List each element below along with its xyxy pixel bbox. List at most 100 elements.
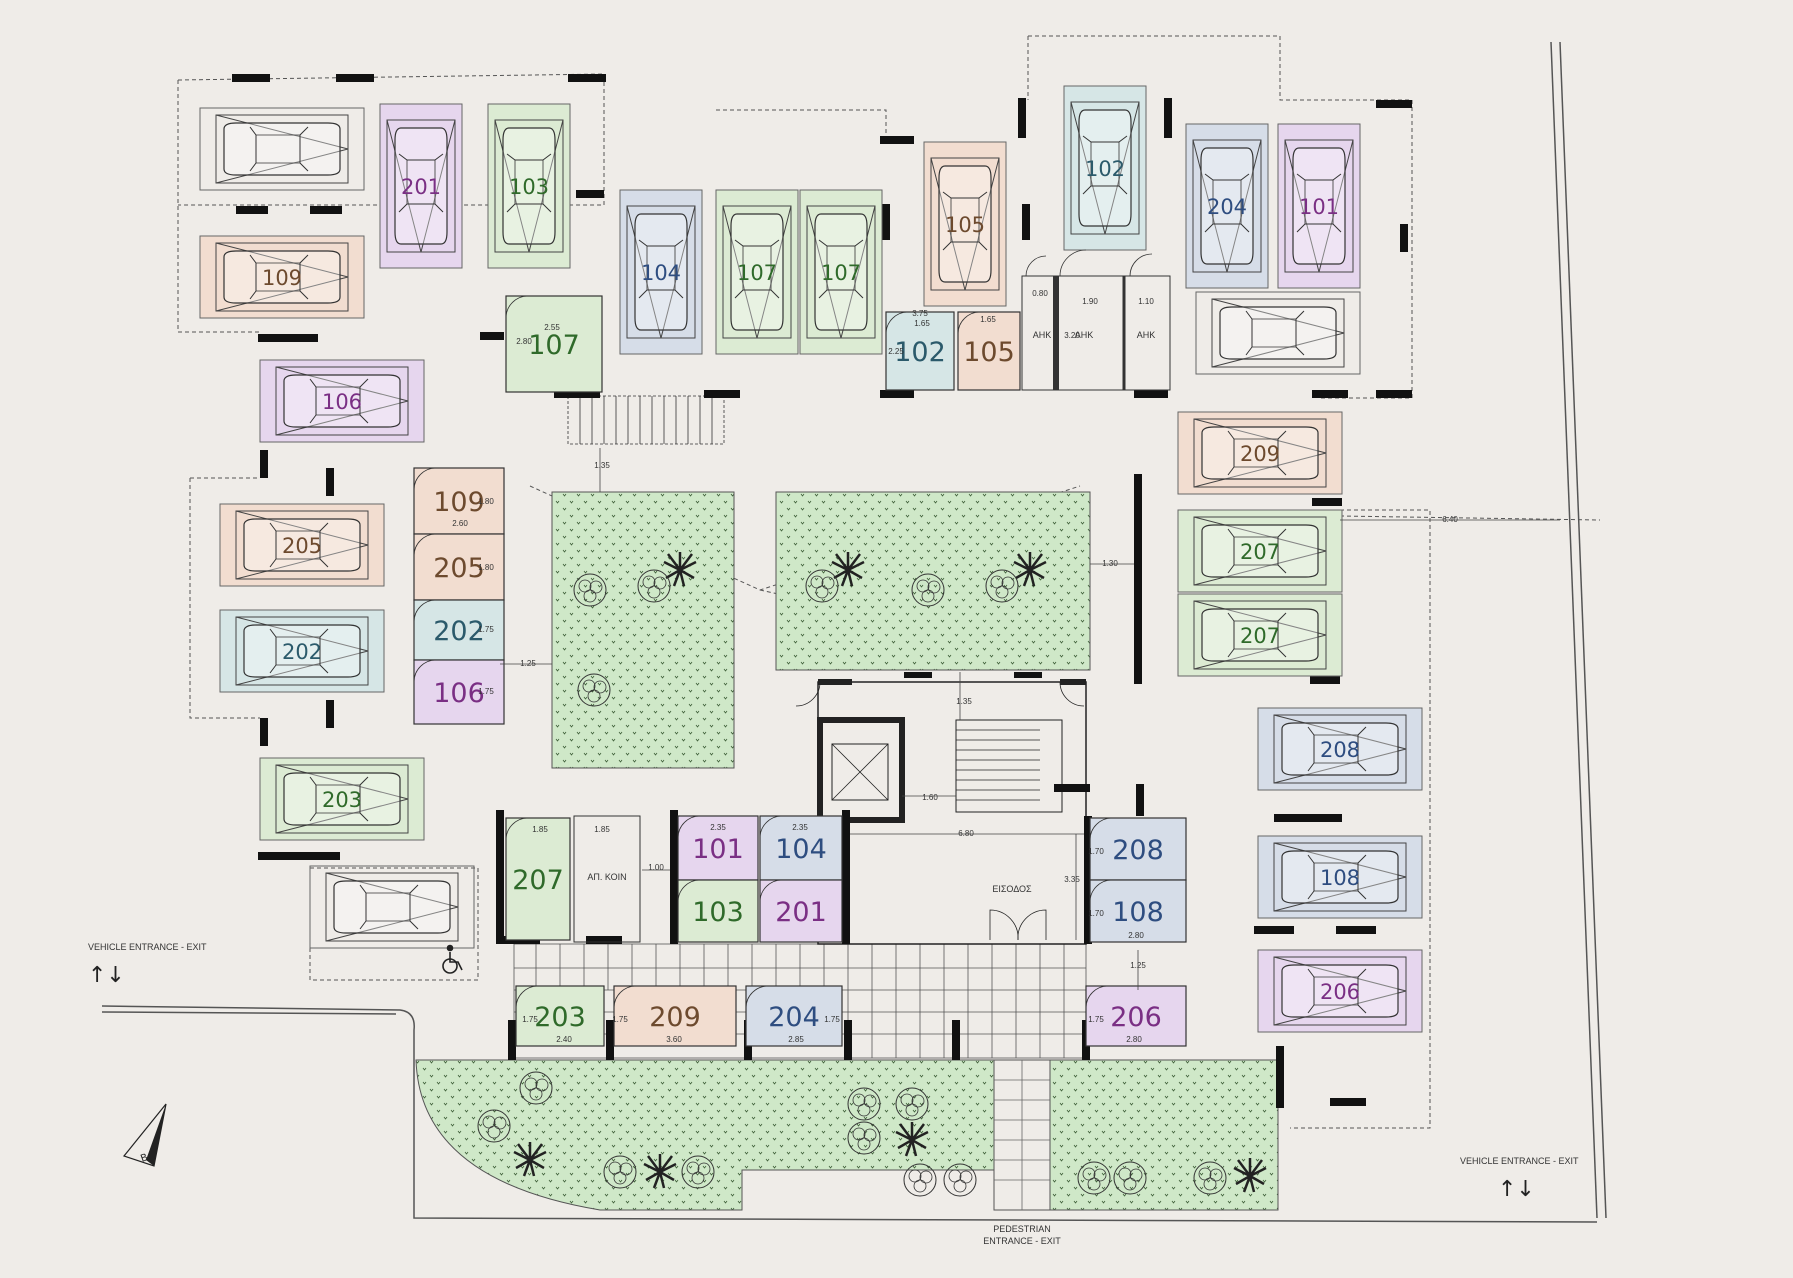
storage-room-area xyxy=(677,879,759,943)
walls xyxy=(232,74,1412,1108)
door-swing xyxy=(413,467,437,491)
dimension-label: 1.80 xyxy=(478,497,494,506)
parking-space: 206 xyxy=(1257,949,1423,1033)
storage-room: 207 xyxy=(505,817,571,941)
parking-space-label: 205 xyxy=(282,534,322,558)
dimension-label: 1.70 xyxy=(1088,847,1104,856)
door-swing xyxy=(677,815,701,839)
storage-room-label: 202 xyxy=(433,616,485,647)
storage-room-label: 204 xyxy=(768,1002,820,1033)
parking-space-label: 203 xyxy=(322,788,362,812)
storage-room: 208 xyxy=(1089,817,1187,881)
dimension-label: 1.75 xyxy=(478,687,494,696)
dimension-label: 1.70 xyxy=(1088,909,1104,918)
parking-space-label: 105 xyxy=(945,213,985,237)
dimension-label: 1.80 xyxy=(478,563,494,572)
parking-space-label: 201 xyxy=(401,175,441,199)
dimension-label: 1.00 xyxy=(648,863,664,872)
building-core xyxy=(795,679,1087,945)
storage-room-area xyxy=(413,467,505,535)
storage-room-label: 107 xyxy=(528,330,580,361)
door-swing xyxy=(759,815,783,839)
parking-space-label: 204 xyxy=(1207,195,1247,219)
door-swing xyxy=(413,599,437,623)
dimension-label: 1.75 xyxy=(522,1015,538,1024)
storage-room-area xyxy=(1085,985,1187,1047)
dimension-label: 1.60 xyxy=(922,793,938,802)
parking-space: 203 xyxy=(259,757,425,841)
common-store-label: ΑΠ. ΚΟΙΝ xyxy=(587,872,626,882)
parking-space-label: 108 xyxy=(1320,866,1360,890)
storage-room: 109 xyxy=(413,467,505,535)
storage-room: 107 xyxy=(505,295,603,393)
storage-room-area xyxy=(505,817,571,941)
door-swing xyxy=(515,985,539,1009)
storage-room-label: 208 xyxy=(1112,835,1164,866)
door-swing xyxy=(745,985,769,1009)
storage-room: 201 xyxy=(759,879,843,943)
parking-space-label: 202 xyxy=(282,640,322,664)
door-swing xyxy=(759,879,783,903)
dimension-label: 1.35 xyxy=(594,461,610,470)
parking-space-label: 109 xyxy=(262,266,302,290)
storage-room-label: 201 xyxy=(775,897,827,928)
storage-room-label: 205 xyxy=(433,553,485,584)
door-swing xyxy=(957,311,981,335)
door-swing xyxy=(1089,879,1113,903)
storage-room-area xyxy=(515,985,605,1047)
parking-space-label: 206 xyxy=(1320,980,1360,1004)
parking-space-label: 103 xyxy=(509,175,549,199)
storage-room-area xyxy=(413,659,505,725)
parking-space-label: 209 xyxy=(1240,442,1280,466)
storage-room: 206 xyxy=(1085,985,1187,1047)
pedestrian-entrance-label: PEDESTRIAN xyxy=(993,1224,1051,1234)
parking-space xyxy=(309,865,475,949)
door-swing xyxy=(505,817,529,841)
car-icon xyxy=(325,872,459,942)
parking-space xyxy=(1195,291,1361,375)
vehicle-entrance-left-arrows: ↑↓ xyxy=(88,963,125,988)
parking-space: 208 xyxy=(1257,707,1423,791)
parking-space-label: 101 xyxy=(1299,195,1339,219)
dimension-label: 2.55 xyxy=(544,323,560,332)
north-arrow-icon: B xyxy=(122,1103,167,1167)
storage-room: 209 xyxy=(613,985,737,1047)
storage-room: 104 xyxy=(759,815,843,881)
parking-space-area xyxy=(1195,291,1361,375)
parking-space: 109 xyxy=(199,235,365,319)
storage-room: 101 xyxy=(677,815,759,881)
storage-room-area xyxy=(745,985,843,1047)
storage-room-area xyxy=(1089,817,1187,881)
dimension-label: 2.85 xyxy=(788,1035,804,1044)
door-swing xyxy=(1089,817,1113,841)
storage-room-label: 209 xyxy=(649,1002,701,1033)
storage-room: 103 xyxy=(677,879,759,943)
dimension-label: 1.75 xyxy=(1088,1015,1104,1024)
parking-space-area xyxy=(199,107,365,191)
signage: VEHICLE ENTRANCE - EXIT ↑↓ VEHICLE ENTRA… xyxy=(88,942,1579,1246)
storage-room: 204 xyxy=(745,985,843,1047)
dimension-label: 2.80 xyxy=(1126,1035,1142,1044)
storage-room-area xyxy=(1089,879,1187,943)
dimension-label: 2.35 xyxy=(792,823,808,832)
storage-room-label: 105 xyxy=(963,337,1015,368)
storage-room-area xyxy=(613,985,737,1047)
parking-space: 105 xyxy=(923,141,1007,307)
storage-room-label: 102 xyxy=(894,337,946,368)
door-swing xyxy=(677,879,701,903)
parking-space-label: 208 xyxy=(1320,738,1360,762)
storage-room: 102 xyxy=(885,311,955,391)
dimension-label: 3.60 xyxy=(666,1035,682,1044)
parking-space: 202 xyxy=(219,609,385,693)
storage-room-label: 203 xyxy=(534,1002,586,1033)
dimension-label: 1.75 xyxy=(824,1015,840,1024)
parking-space: 107 xyxy=(799,189,883,355)
parking-space: 103 xyxy=(487,103,571,269)
dimension-label: 0.80 xyxy=(1032,289,1048,298)
storage-room: 108 xyxy=(1089,879,1187,943)
dimension-label: 2.40 xyxy=(556,1035,572,1044)
storage-room-area xyxy=(759,879,843,943)
dimension-label: 2.80 xyxy=(516,337,532,346)
storage-room-label: 103 xyxy=(692,897,744,928)
